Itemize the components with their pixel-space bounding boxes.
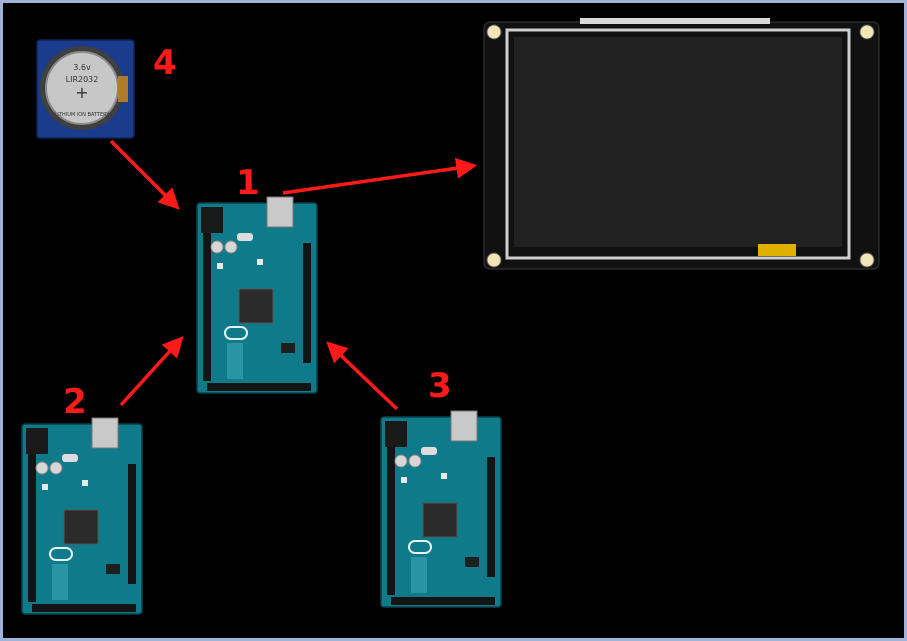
arrow-rtc-to-main <box>109 139 180 210</box>
arrow-right-to-main <box>326 341 399 411</box>
battery-model: LIR2032 <box>66 75 99 84</box>
rtc-module: 3.6v LIR2032 + LITHIUM ION BATTERY <box>36 39 135 139</box>
arrow-main-to-display <box>282 157 478 195</box>
label-board-left: 2 <box>63 382 87 422</box>
arduino-board-left <box>21 417 143 615</box>
battery-type: LITHIUM ION BATTERY <box>55 112 111 118</box>
label-main-board: 1 <box>236 163 260 203</box>
arduino-board-main <box>196 196 318 394</box>
battery-voltage: 3.6v <box>73 63 91 72</box>
touchscreen-display <box>483 18 880 270</box>
label-rtc-module: 4 <box>153 43 177 83</box>
battery-polarity: + <box>75 83 88 102</box>
label-board-right: 3 <box>428 366 452 406</box>
arrow-left-to-main <box>119 336 184 407</box>
arduino-board-right <box>380 410 502 608</box>
